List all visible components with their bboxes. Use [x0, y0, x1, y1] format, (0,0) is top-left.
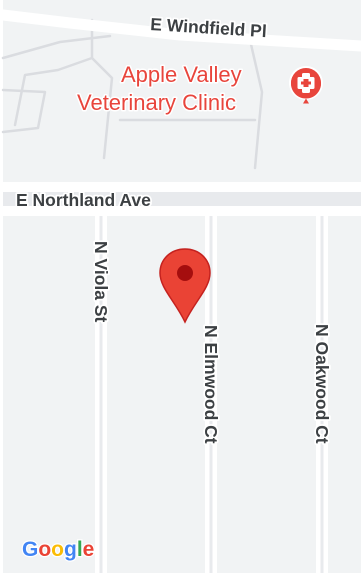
google-logo-letter: e — [83, 538, 95, 561]
poi-name-line-2: Veterinary Clinic — [77, 90, 236, 115]
street-label-n-oakwood-ct: N Oakwood Ct — [312, 324, 332, 444]
street-label-n-viola-st: N Viola St — [91, 241, 111, 323]
road-e-northland-ave-median — [3, 192, 361, 206]
street-label-n-elmwood-ct: N Elmwood Ct — [201, 325, 221, 444]
road-n-elmwood-ct-edge — [209, 216, 213, 573]
google-logo[interactable]: Google — [21, 537, 96, 563]
location-pin-icon[interactable] — [159, 248, 211, 324]
street-label-e-northland-ave: E Northland Ave — [16, 190, 151, 210]
poi-name-line-1: Apple Valley — [121, 62, 242, 87]
google-logo-letter: o — [51, 538, 64, 561]
google-logo-letter: G — [22, 538, 38, 561]
poi-apple-valley-veterinary-clinic[interactable]: Apple Valley Veterinary Clinic — [76, 61, 323, 117]
veterinary-icon[interactable] — [288, 66, 323, 104]
road-n-oakwood-ct-edge — [320, 216, 324, 573]
area-outlines — [1, 18, 264, 170]
road-e-windfield-pl — [0, 9, 364, 52]
road-n-viola-st-edge — [99, 216, 103, 573]
google-logo-letter: g — [64, 538, 77, 561]
google-logo-letter: l — [77, 538, 83, 561]
google-logo-letter: o — [38, 538, 51, 561]
